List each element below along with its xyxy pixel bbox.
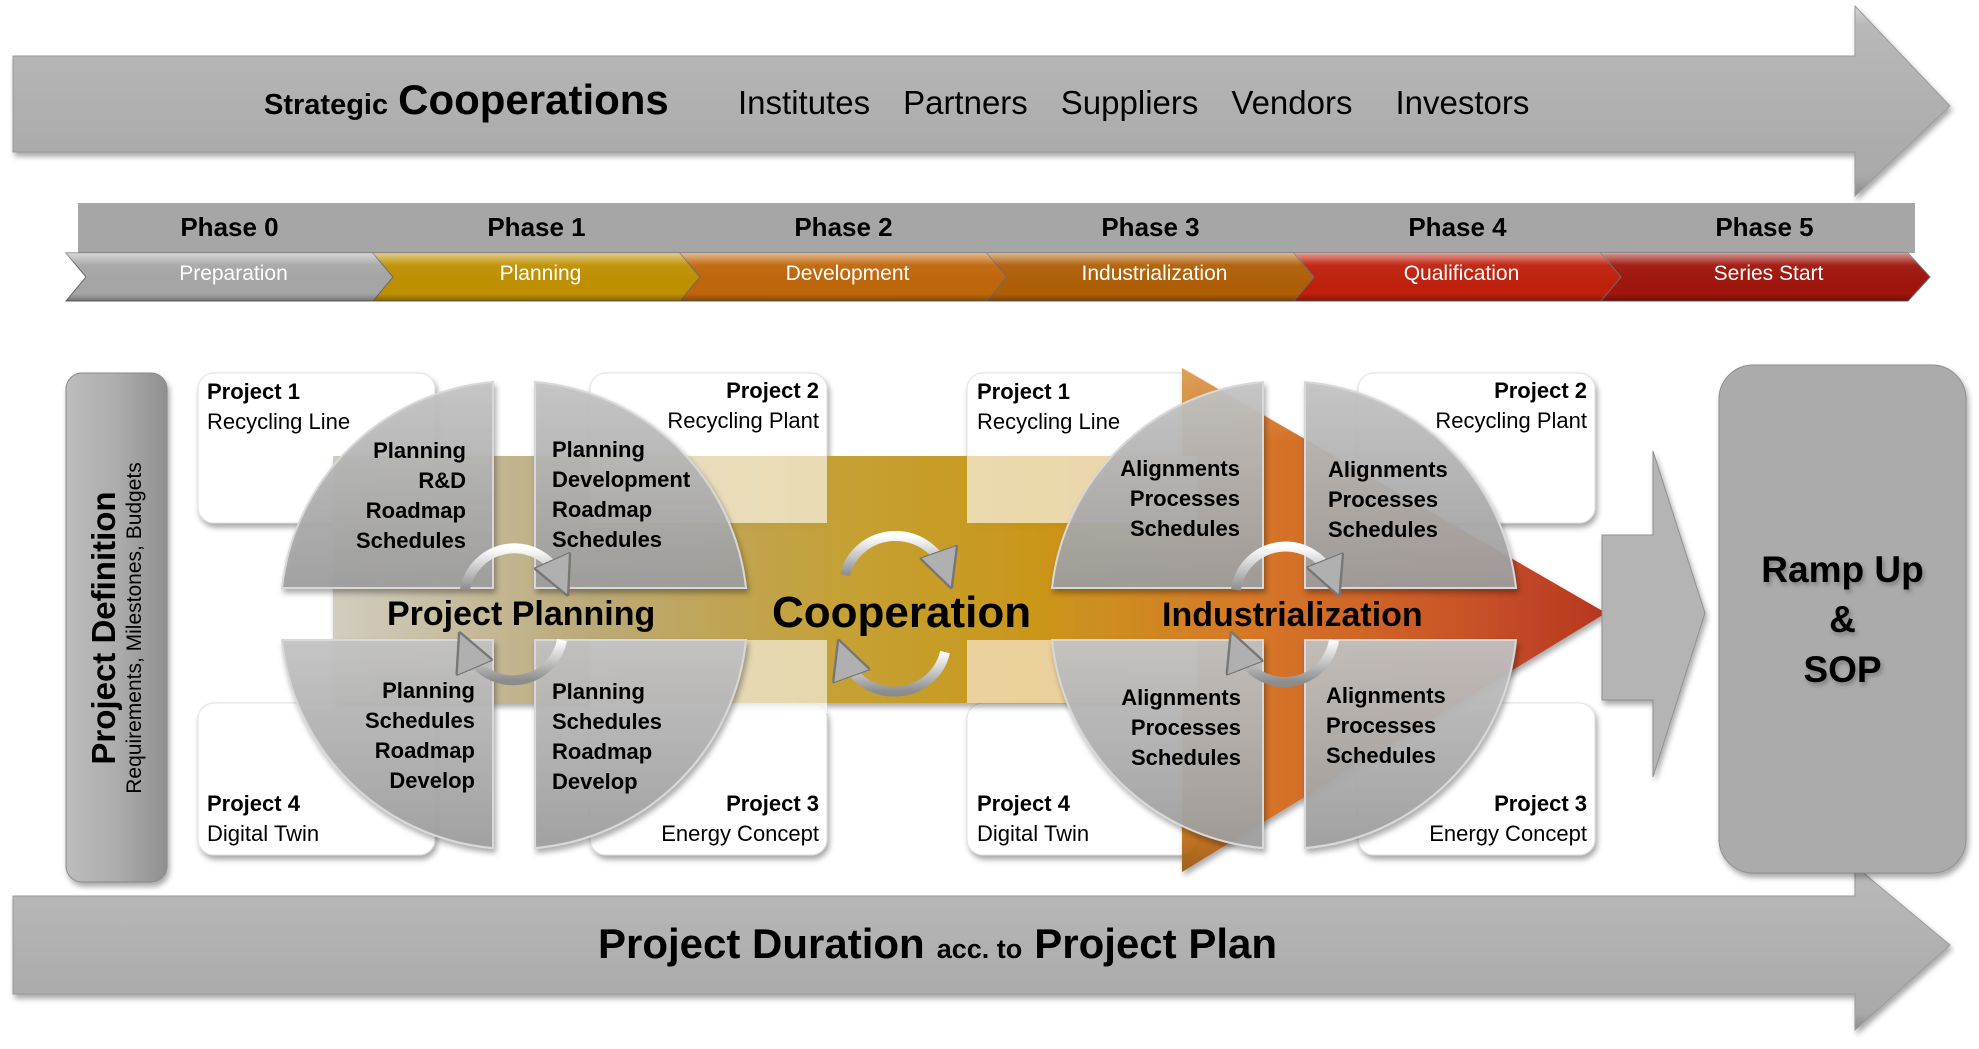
cycle-arrow-icon: [1231, 541, 1332, 590]
planning-project-4[interactable]: Project 4 Digital Twin: [207, 789, 319, 849]
phase-stage-1[interactable]: Planning: [499, 262, 582, 285]
project-title: Project 4: [207, 791, 300, 816]
project-title: Project 4: [977, 791, 1070, 816]
phase-chevron-shine: [680, 253, 1009, 301]
industrialization-quadrant-top-left: Alignments Processes Schedules: [1120, 456, 1240, 541]
industrialization-quadrants: [1050, 380, 1518, 850]
partner-item: Investors: [1395, 84, 1530, 121]
ramp-up-connector-arrow: [1601, 450, 1706, 778]
project-subtitle: Energy Concept: [1429, 821, 1587, 846]
planning-project-1[interactable]: Project 1 Recycling Line: [207, 377, 350, 437]
phase-label-0: Phase 0: [180, 212, 279, 242]
cooperation-label: Cooperation: [772, 588, 1032, 637]
sop-line: SOP: [1803, 649, 1882, 690]
phase-chevron-shine: [373, 253, 702, 301]
ramp-up-sop-box[interactable]: Ramp Up & SOP: [1719, 545, 1966, 695]
phase-stage-3[interactable]: Industrialization: [1081, 262, 1228, 285]
planning-project-2[interactable]: Project 2 Recycling Plant: [590, 376, 819, 436]
top-arrow-shape: [12, 4, 1951, 198]
project-subtitle: Recycling Plant: [667, 408, 819, 433]
project-definition-title: Project Definition: [84, 490, 122, 765]
phase-label-5: Phase 5: [1715, 212, 1814, 242]
top-arrow-label: Strategic Cooperations: [264, 76, 669, 136]
project-title: Project 1: [207, 379, 300, 404]
project-subtitle: Recycling Line: [977, 409, 1121, 434]
cycle-arrow-icon: [840, 530, 945, 575]
industrialization-project-2[interactable]: Project 2 Recycling Plant: [1358, 376, 1587, 436]
planning-quadrant-bottom-right: Planning Schedules Roadmap Develop: [552, 679, 663, 794]
strategic-prefix: Strategic: [264, 89, 389, 121]
industrialization-quadrant-top-right: Alignments Processes Schedules: [1328, 457, 1448, 542]
industrialization-project-4[interactable]: Project 4 Digital Twin: [977, 789, 1089, 849]
cycle-arrow-icon: [845, 652, 950, 697]
acc-to-text: acc. to: [936, 934, 1023, 964]
partner-item: Vendors: [1231, 84, 1353, 121]
planning-quadrant-bottom-left: Planning Schedules Roadmap Develop: [364, 678, 475, 793]
bottom-arrow-label: Project Duration acc. to Project Plan: [598, 920, 1277, 968]
industrialization-project-3[interactable]: Project 3 Energy Concept: [1358, 789, 1587, 849]
cycle-arrow-icon: [460, 543, 560, 590]
project-subtitle: Recycling Plant: [1435, 408, 1587, 433]
phase-chevron-shine: [987, 253, 1316, 301]
project-definition-box-shape: [65, 372, 168, 883]
project-duration-text: Project Duration: [598, 920, 925, 967]
partner-item: Institutes: [738, 84, 871, 121]
planning-quadrants: [280, 380, 748, 850]
phase-stage-0[interactable]: Preparation: [179, 262, 288, 285]
planning-quadrant-top-left: Planning R&D Roadmap Schedules: [355, 438, 466, 553]
cycle-arrow-icons: [460, 530, 1339, 697]
planning-project-3[interactable]: Project 3 Energy Concept: [590, 789, 819, 849]
ramp-up-box-shape: [1718, 364, 1967, 874]
planning-quadrant-top-right: Planning Development Roadmap Schedules: [552, 437, 691, 552]
project-title: Project 3: [1494, 791, 1587, 816]
industrialization-project-1[interactable]: Project 1 Recycling Line: [977, 377, 1120, 437]
phase-label-3: Phase 3: [1101, 212, 1200, 242]
project-plan-text: Project Plan: [1034, 920, 1278, 967]
bottom-arrow-shape: [12, 864, 1951, 1032]
project-definition-box[interactable]: Project Definition Requirements, Milesto…: [66, 373, 167, 882]
phase-label-2: Phase 2: [794, 212, 893, 242]
cycle-arrow-icon: [1238, 640, 1339, 687]
cooperations-title: Cooperations: [398, 76, 669, 123]
phase-chevron-shine: [1294, 253, 1623, 301]
cycle-arrow-icon: [467, 640, 567, 686]
project-title: Project 1: [977, 379, 1070, 404]
phase-chevrons: [64, 252, 1931, 302]
phase-stage-5[interactable]: Series Start: [1713, 262, 1824, 285]
partner-item: Suppliers: [1060, 84, 1199, 121]
phase-label-1: Phase 1: [487, 212, 586, 242]
project-definition-subtitle: Requirements, Milestones, Budgets: [122, 461, 146, 794]
partner-item: Partners: [903, 84, 1028, 121]
phase-chevron-shine: [66, 253, 395, 301]
project-subtitle: Digital Twin: [977, 821, 1090, 846]
phase-stage-4[interactable]: Qualification: [1403, 262, 1520, 285]
industrialization-quadrant-bottom-right: Alignments Processes Schedules: [1326, 683, 1446, 768]
industrialization-quadrant-bottom-left: Alignments Processes Schedules: [1121, 685, 1241, 770]
project-planning-label: Project Planning: [387, 595, 656, 633]
phase-label-4: Phase 4: [1408, 212, 1507, 242]
project-title: Project 3: [726, 791, 819, 816]
project-subtitle: Digital Twin: [207, 821, 320, 846]
phase-chevron-shine: [1601, 253, 1930, 301]
project-title: Project 2: [726, 378, 819, 403]
industrialization-label: Industrialization: [1162, 596, 1423, 634]
ramp-up-line: Ramp Up: [1761, 549, 1924, 590]
project-subtitle: Energy Concept: [661, 821, 819, 846]
partner-list: Institutes Partners Suppliers Vendors In…: [738, 84, 1529, 122]
project-subtitle: Recycling Line: [207, 409, 351, 434]
project-title: Project 2: [1494, 378, 1587, 403]
phase-stage-2[interactable]: Development: [785, 262, 910, 285]
ampersand-line: &: [1829, 599, 1856, 640]
phase-header-strip: [78, 203, 1915, 253]
